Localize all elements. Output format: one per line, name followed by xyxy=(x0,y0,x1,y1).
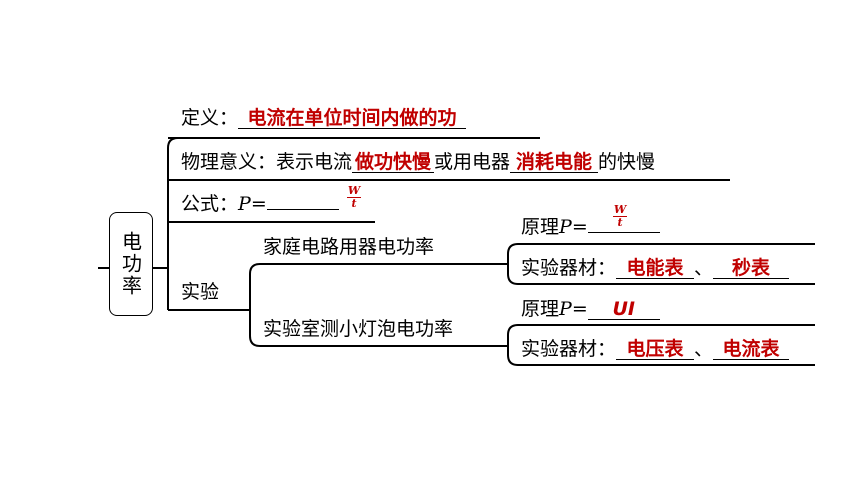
household-principle-eq: = xyxy=(571,216,588,238)
household-principle-row: 原理P= xyxy=(521,218,660,237)
meaning-middle: 或用电器 xyxy=(434,151,511,173)
lab-principle-eq: = xyxy=(571,298,588,320)
definition-prefix: 定义： xyxy=(181,107,239,129)
household-fraction: W t xyxy=(613,204,627,229)
household-principle-blank xyxy=(587,232,660,233)
household-bracket-line xyxy=(507,243,519,285)
household-equipment-prefix: 实验器材： xyxy=(521,257,617,279)
formula-fraction-bar xyxy=(347,197,361,198)
formula-eq: = xyxy=(250,193,267,215)
meaning-answer-1: 做功快慢 xyxy=(352,153,435,173)
household-principle-var: P xyxy=(559,216,572,238)
lab-bracket-line xyxy=(507,324,519,366)
definition-row: 定义：电流在单位时间内做的功 xyxy=(181,107,467,129)
household-item-2: 秒表 xyxy=(713,259,790,279)
definition-answer: 电流在单位时间内做的功 xyxy=(238,109,467,129)
formula-numerator: W xyxy=(347,184,361,197)
main-bracket-line xyxy=(167,137,179,310)
household-label: 家庭电路用器电功率 xyxy=(263,236,435,258)
meaning-row: 物理意义：表示电流做功快慢或用电器消耗电能的快慢 xyxy=(181,153,655,173)
household-separator: 、 xyxy=(694,257,714,279)
lab-principle-answer: UI xyxy=(587,300,660,320)
formula-prefix: 公式： xyxy=(181,193,239,215)
meaning-suffix: 的快慢 xyxy=(598,151,656,173)
lab-principle-prefix: 原理 xyxy=(521,298,560,320)
formula-denominator: t xyxy=(351,197,357,210)
experiment-bracket-line xyxy=(249,263,261,347)
household-fraction-bar xyxy=(613,216,627,217)
household-principle-prefix: 原理 xyxy=(521,216,560,238)
lab-separator: 、 xyxy=(694,338,714,360)
lab-item-1: 电压表 xyxy=(616,340,695,360)
experiment-label: 实验 xyxy=(181,281,220,303)
lab-item-2: 电流表 xyxy=(713,340,790,360)
lab-principle-var: P xyxy=(559,298,572,320)
household-equipment-row: 实验器材：电能表、秒表 xyxy=(521,257,790,279)
formula-blank xyxy=(266,209,339,210)
meaning-answer-2: 消耗电能 xyxy=(510,153,599,173)
lab-equipment-prefix: 实验器材： xyxy=(521,338,617,360)
lab-equipment-row: 实验器材：电压表、电流表 xyxy=(521,338,790,360)
lab-label: 实验室测小灯泡电功率 xyxy=(263,318,454,340)
center-label: 电功率 xyxy=(118,231,143,297)
lab-principle-row: 原理P=UI xyxy=(521,300,660,320)
meaning-prefix: 物理意义：表示电流 xyxy=(181,151,353,173)
formula-fraction: W t xyxy=(347,185,361,210)
formula-row: 公式：P= xyxy=(181,195,339,214)
center-node: 电功率 xyxy=(109,212,153,316)
formula-var: P xyxy=(238,193,251,215)
household-numerator: W xyxy=(613,203,627,216)
household-item-1: 电能表 xyxy=(616,259,695,279)
household-denominator: t xyxy=(617,216,623,229)
